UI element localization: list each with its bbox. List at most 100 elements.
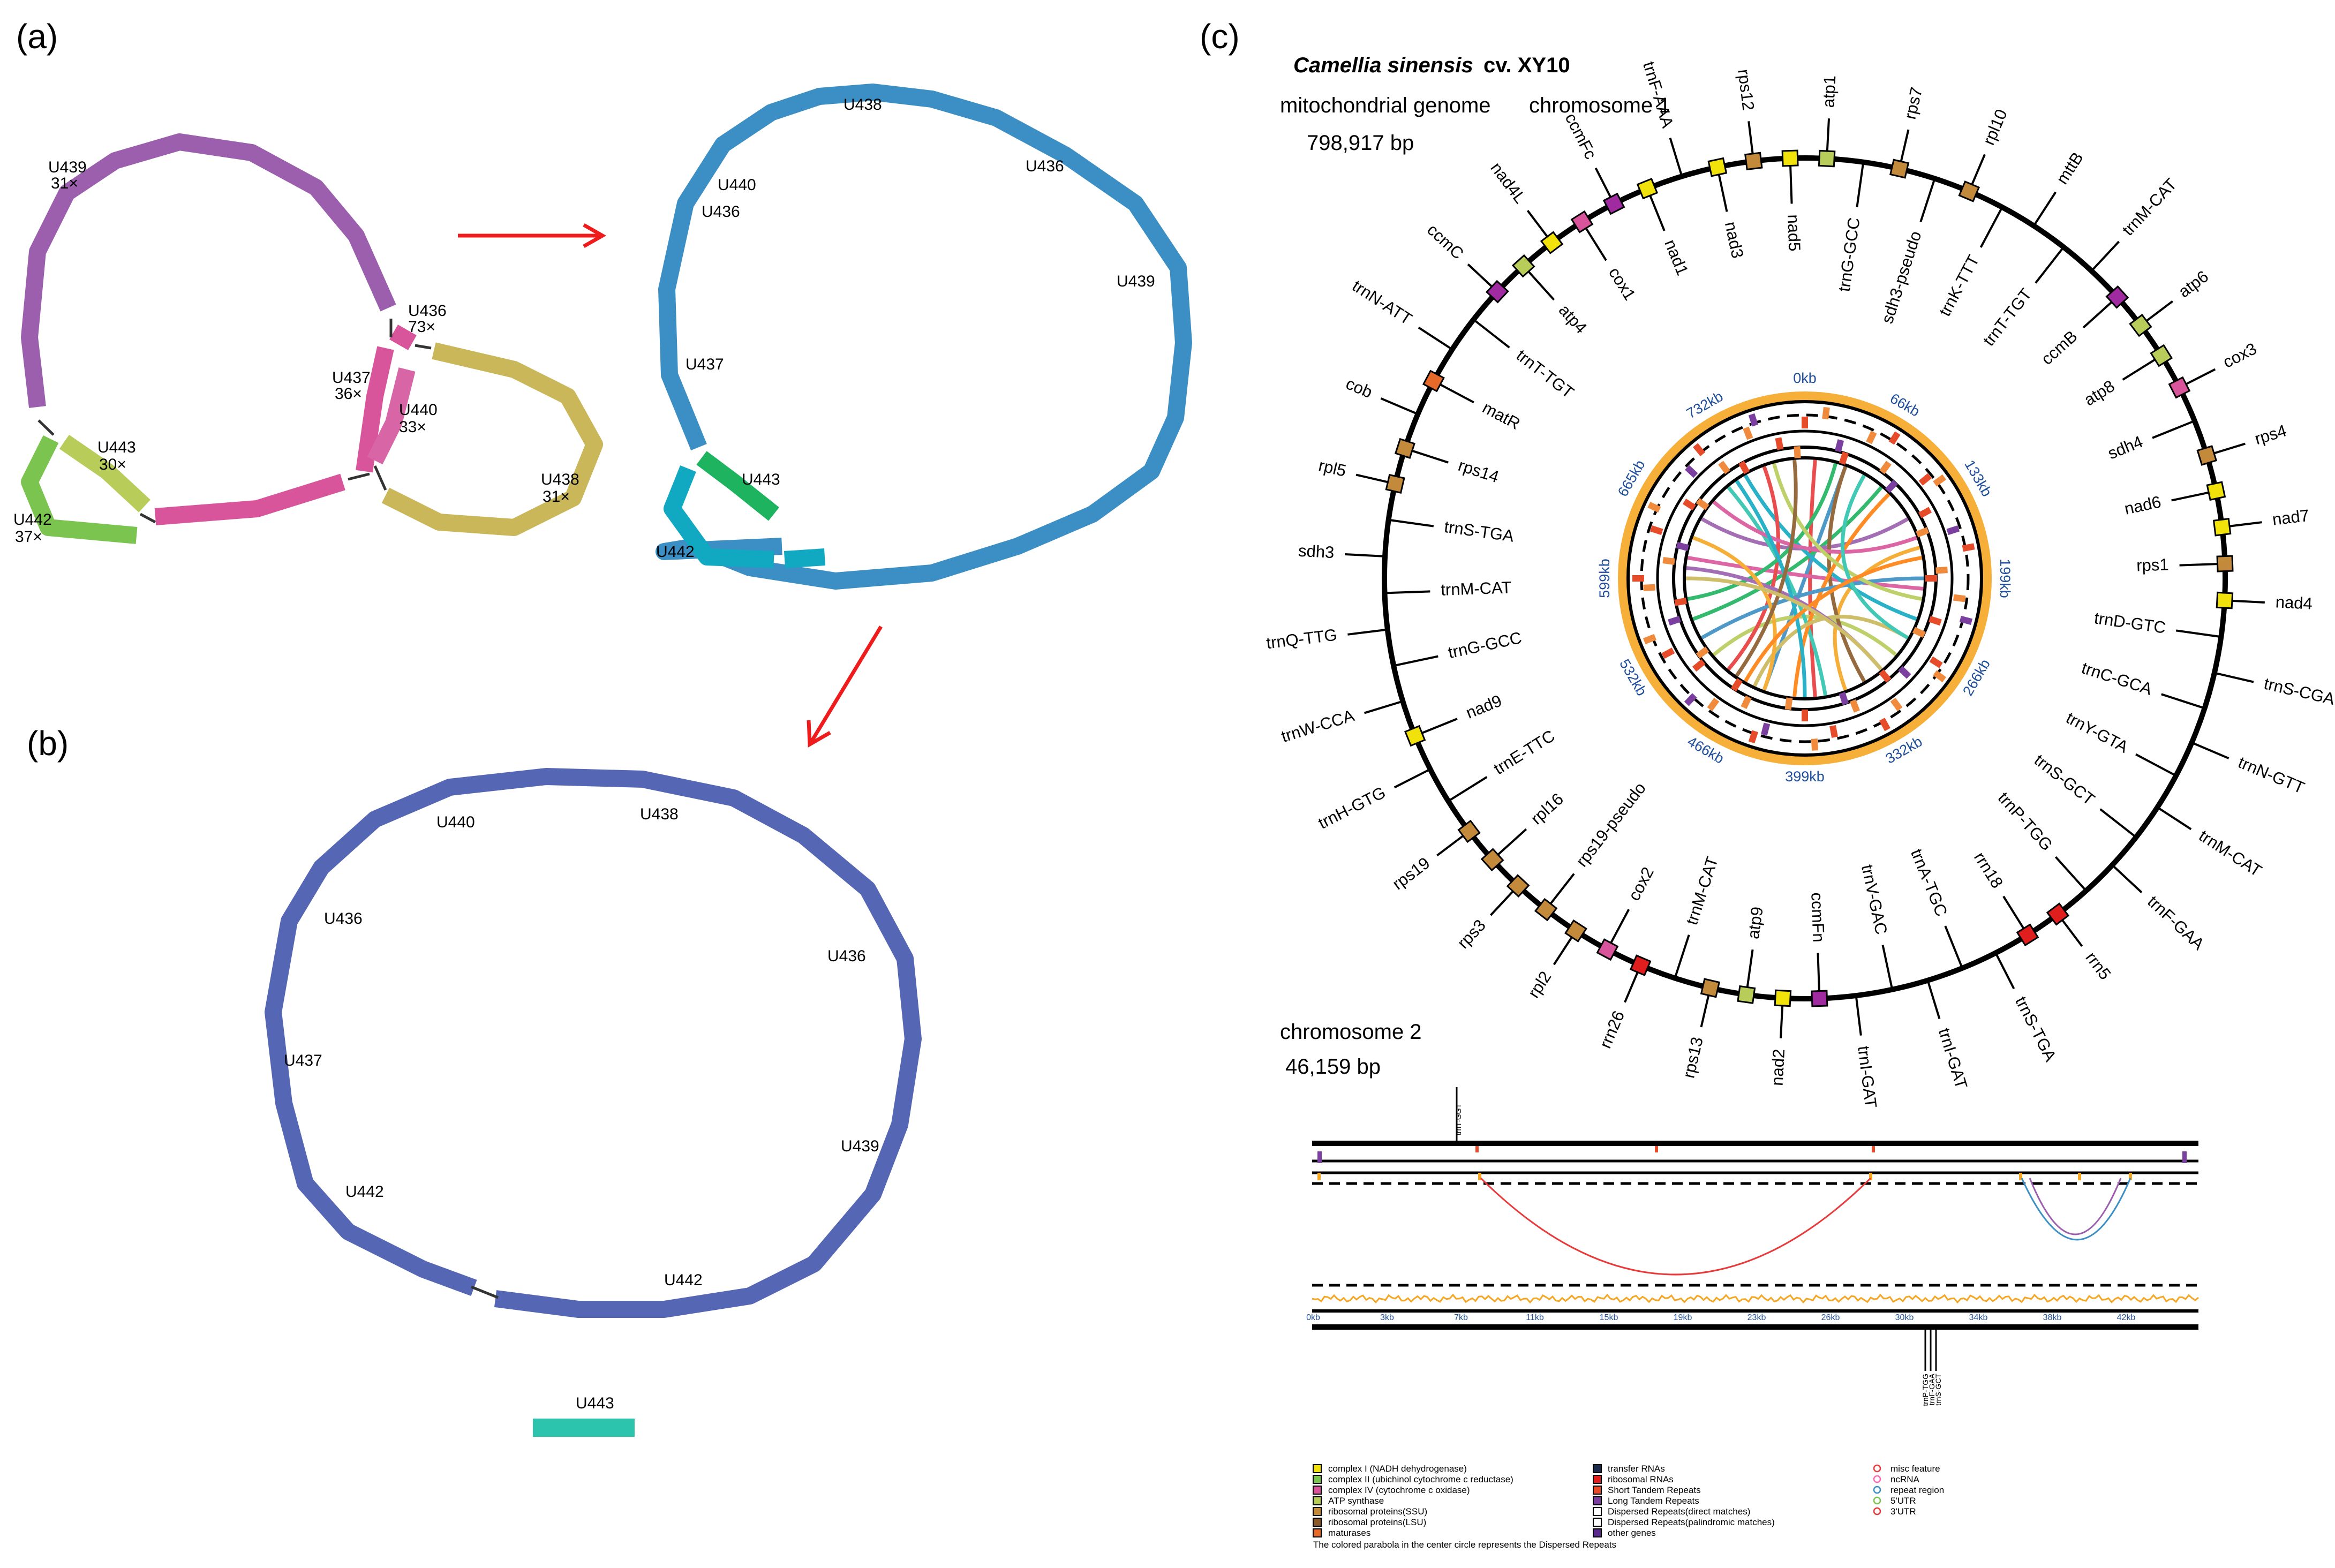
arrow-right	[458, 223, 607, 248]
gene-box	[1596, 938, 1619, 961]
legend-item: Short Tandem Repeats	[1608, 1485, 1701, 1495]
ring-mark	[1879, 461, 1892, 474]
legend-item: 5'UTR	[1890, 1496, 1916, 1506]
chrom2-gene-b1: trnP-TGG	[1921, 1374, 1930, 1406]
legend-item: complex I (NADH dehydrogenase)	[1328, 1464, 1467, 1474]
legend-item: maturases	[1328, 1528, 1370, 1538]
gene-tick	[1881, 945, 1894, 990]
ring-mark	[1839, 692, 1849, 705]
gene-tick	[1364, 700, 1403, 714]
gene-box	[1394, 438, 1415, 459]
gene-tick	[1473, 319, 1510, 349]
legend-note: The colored parabola in the center circl…	[1313, 1540, 1616, 1550]
ring-mark	[1696, 497, 1709, 510]
ring-mark	[1775, 437, 1784, 450]
chrom1-size: 798,917 bp	[1307, 131, 1414, 155]
ring-mark	[1959, 615, 1973, 625]
legend-item: ribosomal RNAs	[1608, 1474, 1674, 1484]
merged-label-u438: U438	[843, 96, 882, 114]
gene-box	[1404, 725, 1426, 747]
repeat-chord	[1735, 459, 1798, 677]
gene-box	[1457, 819, 1481, 843]
gene-label: sdh3	[1298, 541, 1335, 562]
gene-tick	[1384, 590, 1430, 594]
gene-box	[1744, 152, 1763, 171]
chrom2-tick-label: 38kb	[2043, 1313, 2062, 1322]
ring-mark	[1692, 443, 1706, 456]
segment-u437	[356, 346, 394, 473]
legend-swatch	[1593, 1486, 1602, 1495]
repeat-chord	[1685, 576, 1883, 671]
chrom2-tick-label: 0kb	[1306, 1313, 1320, 1322]
gene-box	[2129, 313, 2152, 337]
ring-mark	[1738, 461, 1750, 474]
gene-tick	[2032, 191, 2057, 227]
gene-label: trnM-CAT	[1441, 578, 1512, 599]
legend-swatch	[1313, 1507, 1322, 1516]
ring-mark	[1849, 699, 1861, 713]
merged-label-u439: U439	[1117, 273, 1155, 290]
repeat-chord	[1753, 615, 1909, 687]
panel-a-graph	[21, 133, 603, 544]
legend-item: Dispersed Repeats(palindromic matches)	[1608, 1517, 1775, 1527]
legend-swatch	[1593, 1518, 1602, 1527]
label-u436: U436	[408, 302, 447, 320]
ring-mark	[1933, 474, 1947, 487]
chrom2-titles: chromosome 2 46,159 bp	[1280, 1020, 1422, 1079]
ring-mark	[1839, 451, 1849, 465]
cov-u440: 33×	[399, 418, 426, 436]
gene-tick	[1669, 137, 1683, 177]
gene-tick	[1855, 995, 1862, 1036]
gene-label: rps1	[2136, 555, 2169, 575]
merged-label-u436a: U436	[1026, 157, 1064, 175]
gene-box	[1511, 254, 1535, 278]
gene-tick	[1979, 206, 2003, 248]
gene-tick	[1944, 925, 1963, 969]
legend-item: ribosomal proteins(SSU)	[1328, 1506, 1427, 1517]
b-label-u437: U437	[284, 1052, 322, 1069]
gene-tick	[2054, 856, 2087, 892]
gene-box	[1781, 149, 1799, 167]
legend-marker	[1873, 1464, 1881, 1473]
chrom2-tick-label: 3kb	[1380, 1313, 1394, 1322]
gene-box	[1506, 874, 1530, 898]
merged-u442	[664, 465, 774, 568]
panel-a-labels: U439 31× U436 73× U437 36× U440 33× U443…	[13, 159, 579, 546]
gene-tick	[1856, 162, 1865, 208]
gene-box	[1889, 159, 1910, 179]
ring-mark	[1668, 616, 1681, 626]
panel-b-labels: U440 U438 U436 U436 U437 U439 U442 U442 …	[284, 805, 879, 1412]
b-label-u442b: U442	[664, 1271, 703, 1289]
gene-label: ccmFn	[1807, 892, 1828, 943]
chrom2-tick-label: 34kb	[1969, 1313, 1988, 1322]
chrom2-tick-label: 19kb	[1674, 1313, 1692, 1322]
legend-swatch	[1593, 1496, 1602, 1505]
ring-mark	[1784, 697, 1793, 710]
ring-mark	[1953, 594, 1966, 602]
panel-b-junction	[471, 1285, 499, 1299]
legend-item: complex IV (cytochrome c oxidase)	[1328, 1485, 1470, 1495]
panel-a-merged-labels: U438 U436 U440 U436 U439 U437 U443 U442	[656, 96, 1155, 561]
gene-tick	[1345, 553, 1385, 557]
legend-swatch	[1593, 1528, 1602, 1537]
gene-tick	[2090, 240, 2120, 272]
ring-mark	[1885, 480, 1898, 493]
repeat-chord	[1692, 486, 1883, 621]
gene-tick	[1674, 934, 1690, 979]
legend-swatch	[1313, 1464, 1322, 1473]
gene-box	[1540, 231, 1564, 254]
ring-mark	[1929, 656, 1943, 668]
segment-u436-bottom	[154, 473, 345, 525]
cov-u439: 31×	[51, 175, 78, 192]
gene-box	[1958, 180, 1980, 202]
gene-box	[2168, 376, 2191, 399]
gene-box	[1422, 370, 1445, 393]
gene-box	[2016, 923, 2039, 947]
gene-box	[1737, 985, 1756, 1004]
merged-loop-blue	[656, 84, 1192, 590]
gene-box	[1811, 990, 1828, 1007]
segment-u438	[381, 342, 603, 536]
gene-tick	[2214, 672, 2254, 683]
b-label-u440: U440	[436, 813, 475, 831]
